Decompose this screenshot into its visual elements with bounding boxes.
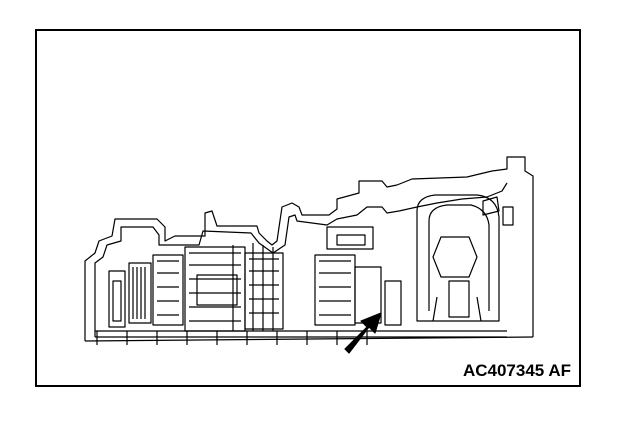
center-gear-set [184,243,284,332]
lower-edge [84,336,534,342]
housing-inner [94,182,508,337]
right-clutch-pack [314,226,402,326]
transmission-cross-section-drawing [84,156,534,354]
main-shaft [95,330,507,345]
left-clutch-pack [108,254,184,328]
case-outline [84,156,534,341]
arrow-pointer [344,312,382,354]
figure-frame: AC407345 AF [35,29,581,387]
figure-code: AC407345 AF [462,361,571,380]
differential-assembly [416,194,514,322]
